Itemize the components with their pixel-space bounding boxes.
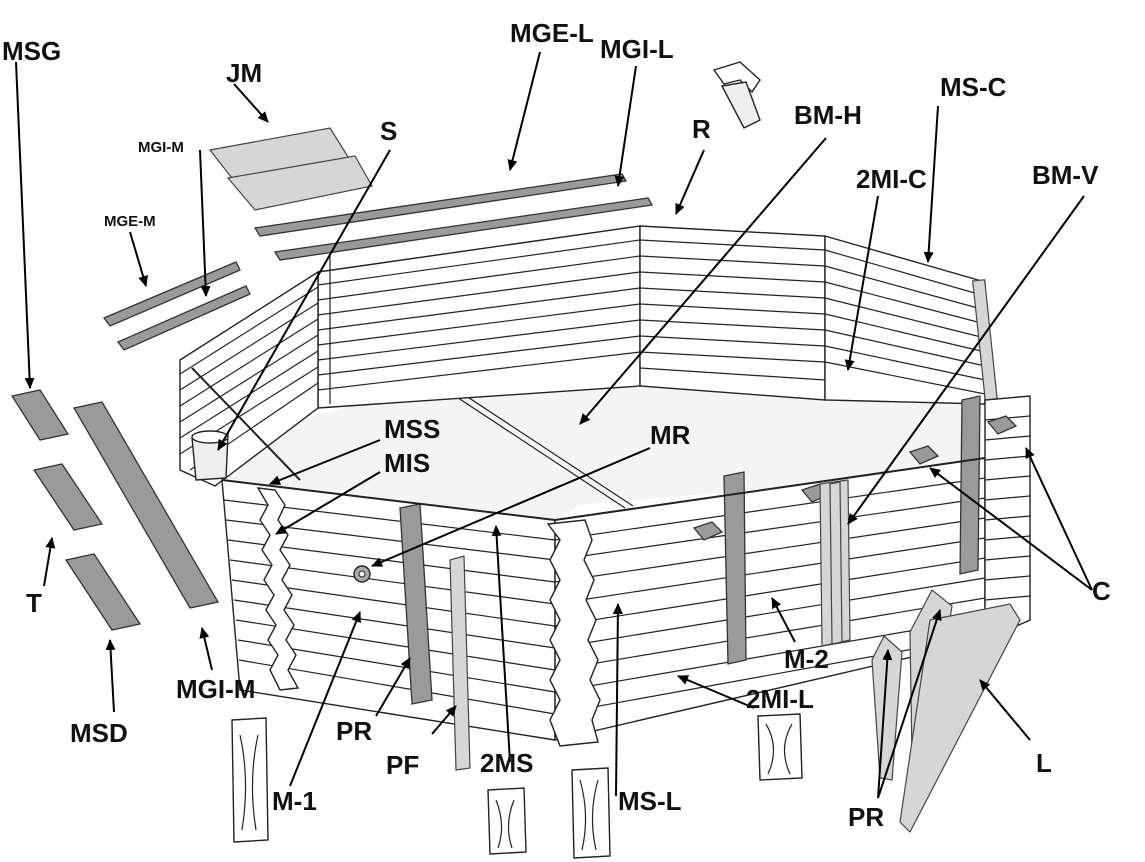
label-m-1: M-1 bbox=[272, 786, 317, 816]
pool-floor bbox=[215, 378, 985, 520]
label-mgi-l: MGI-L bbox=[600, 34, 674, 64]
label-t: T bbox=[26, 588, 42, 618]
label-m-2: M-2 bbox=[784, 644, 829, 674]
bottom-rail-line bbox=[439, 385, 626, 509]
label-bm-h: BM-H bbox=[794, 100, 862, 130]
pool-structure bbox=[179, 225, 1031, 771]
joint-plate bbox=[208, 127, 373, 211]
label-bm-v: BM-V bbox=[1032, 160, 1099, 190]
label-2mi-c: 2MI-C bbox=[856, 164, 927, 194]
vertical-reinforcement bbox=[819, 479, 851, 647]
label-mr: MR bbox=[650, 420, 691, 450]
deck-boards bbox=[10, 389, 220, 631]
label-pf: PF bbox=[386, 750, 419, 780]
label-jm: JM bbox=[226, 58, 262, 88]
label-ms-c: MS-C bbox=[940, 72, 1007, 102]
clip-part bbox=[712, 61, 761, 129]
label-pr-right: PR bbox=[848, 802, 884, 832]
reinforcement-posts bbox=[399, 395, 981, 771]
label-2ms: 2MS bbox=[480, 748, 533, 778]
plank-profiles bbox=[231, 713, 803, 859]
label-mis: MIS bbox=[384, 448, 430, 478]
label-r: R bbox=[692, 114, 711, 144]
label-mge-l: MGE-L bbox=[510, 18, 594, 48]
coping-long bbox=[253, 173, 654, 261]
label-ms-l: MS-L bbox=[618, 786, 682, 816]
wall-back-right bbox=[639, 225, 826, 401]
bottom-rail-line-2 bbox=[447, 383, 634, 507]
wall-front-left bbox=[191, 430, 556, 741]
part-labels: MSG JM MGI-M MGE-M S MGE-L MGI-L R BM-H … bbox=[2, 18, 1111, 832]
wall-back-left bbox=[317, 225, 641, 409]
label-c: C bbox=[1092, 576, 1111, 606]
label-pr-left: PR bbox=[336, 716, 372, 746]
label-msd: MSD bbox=[70, 718, 128, 748]
label-l: L bbox=[1036, 748, 1052, 778]
label-msg: MSG bbox=[2, 36, 61, 66]
label-mge-m: MGE-M bbox=[104, 213, 156, 230]
label-2mi-l: 2MI-L bbox=[746, 684, 814, 714]
leader-arrows bbox=[15, 51, 1093, 799]
wall-front-right bbox=[546, 395, 1031, 747]
label-mgi-m-bottom: MGI-M bbox=[176, 674, 255, 704]
wall-right-back bbox=[824, 235, 1000, 421]
label-s: S bbox=[380, 116, 397, 146]
label-mss: MSS bbox=[384, 414, 440, 444]
side-pieces bbox=[871, 589, 1021, 834]
skimmer bbox=[191, 430, 229, 481]
label-mgi-m-top: MGI-M bbox=[138, 139, 184, 156]
return-nozzle bbox=[353, 565, 371, 583]
